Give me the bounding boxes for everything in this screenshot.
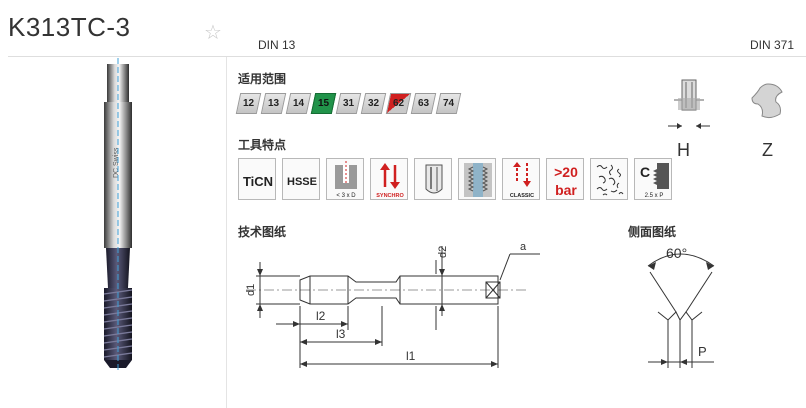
svg-text:d1: d1 xyxy=(245,284,257,296)
svg-text:< 3 x D: < 3 x D xyxy=(336,193,356,199)
coolant-pressure-icon[interactable]: >20 bar xyxy=(546,158,584,200)
classic-coolant-icon[interactable]: CLASSIC xyxy=(502,158,540,200)
svg-text:C: C xyxy=(640,164,650,180)
material-badge-13[interactable]: 13 xyxy=(260,93,287,114)
header-divider xyxy=(8,56,806,57)
svg-text:CLASSIC: CLASSIC xyxy=(510,193,534,199)
hsse-material-icon[interactable]: HSSE xyxy=(282,158,320,200)
svg-text:DC Swiss: DC Swiss xyxy=(113,147,120,178)
features-label: 工具特点 xyxy=(238,138,287,152)
svg-text:l1: l1 xyxy=(406,349,416,363)
synchro-icon[interactable]: SYNCHRO xyxy=(370,158,408,200)
svg-text:2.5 x P: 2.5 x P xyxy=(645,193,664,199)
svg-text:l2: l2 xyxy=(316,309,326,323)
svg-text:P: P xyxy=(698,344,707,359)
clamping-z-label: Z xyxy=(762,140,773,160)
svg-text:a: a xyxy=(520,241,527,253)
side-drawing-label: 侧面图纸 xyxy=(628,225,677,239)
material-badge-74[interactable]: 74 xyxy=(435,93,462,114)
material-badge-32[interactable]: 32 xyxy=(360,93,387,114)
side-drawing: 60° P xyxy=(647,245,715,368)
material-group-list: 12 13 14 15 31 32 62 63 74 xyxy=(235,93,462,114)
applications-label: 适用范围 xyxy=(238,72,287,86)
din-standard-left: DIN 13 xyxy=(258,38,296,52)
favorite-star-icon[interactable]: ☆ xyxy=(204,22,222,44)
clamping-h-diagram xyxy=(668,79,710,129)
din-standard-right: DIN 371 xyxy=(749,38,794,52)
svg-text:60°: 60° xyxy=(666,245,687,261)
straight-flute-icon[interactable] xyxy=(414,158,452,200)
material-badge-14[interactable]: 14 xyxy=(285,93,312,114)
svg-text:HSSE: HSSE xyxy=(287,176,317,188)
material-badge-63[interactable]: 63 xyxy=(410,93,437,114)
clamping-h-label: H xyxy=(677,140,690,160)
chamfer-form-c-icon[interactable]: C 2.5 x P xyxy=(634,158,672,200)
column-divider xyxy=(226,57,227,408)
material-badge-62[interactable]: 62 xyxy=(385,93,412,114)
material-badge-12[interactable]: 12 xyxy=(235,93,262,114)
material-badge-15[interactable]: 15 xyxy=(310,93,337,114)
svg-text:>20: >20 xyxy=(554,164,578,180)
technical-drawing-label: 技术图纸 xyxy=(238,225,287,239)
clamping-z-diagram xyxy=(751,83,783,119)
product-title: K313TC-3 xyxy=(8,12,131,42)
feature-icon-list: TiCN HSSE < 3 x D SYNCHRO xyxy=(238,158,672,200)
blind-hole-depth-icon[interactable]: < 3 x D xyxy=(326,158,364,200)
tap-tool-image: DC Swiss xyxy=(103,58,133,372)
svg-text:SYNCHRO: SYNCHRO xyxy=(376,193,404,199)
technical-drawing: d1 d2 a l2 l3 l1 xyxy=(245,241,540,368)
svg-text:d2: d2 xyxy=(437,246,449,258)
svg-text:bar: bar xyxy=(555,182,577,198)
chip-form-icon[interactable] xyxy=(590,158,628,200)
svg-text:l3: l3 xyxy=(336,327,346,341)
svg-text:TiCN: TiCN xyxy=(243,174,273,189)
ticn-coating-icon[interactable]: TiCN xyxy=(238,158,276,200)
material-badge-31[interactable]: 31 xyxy=(335,93,362,114)
thread-profile-icon[interactable] xyxy=(458,158,496,200)
